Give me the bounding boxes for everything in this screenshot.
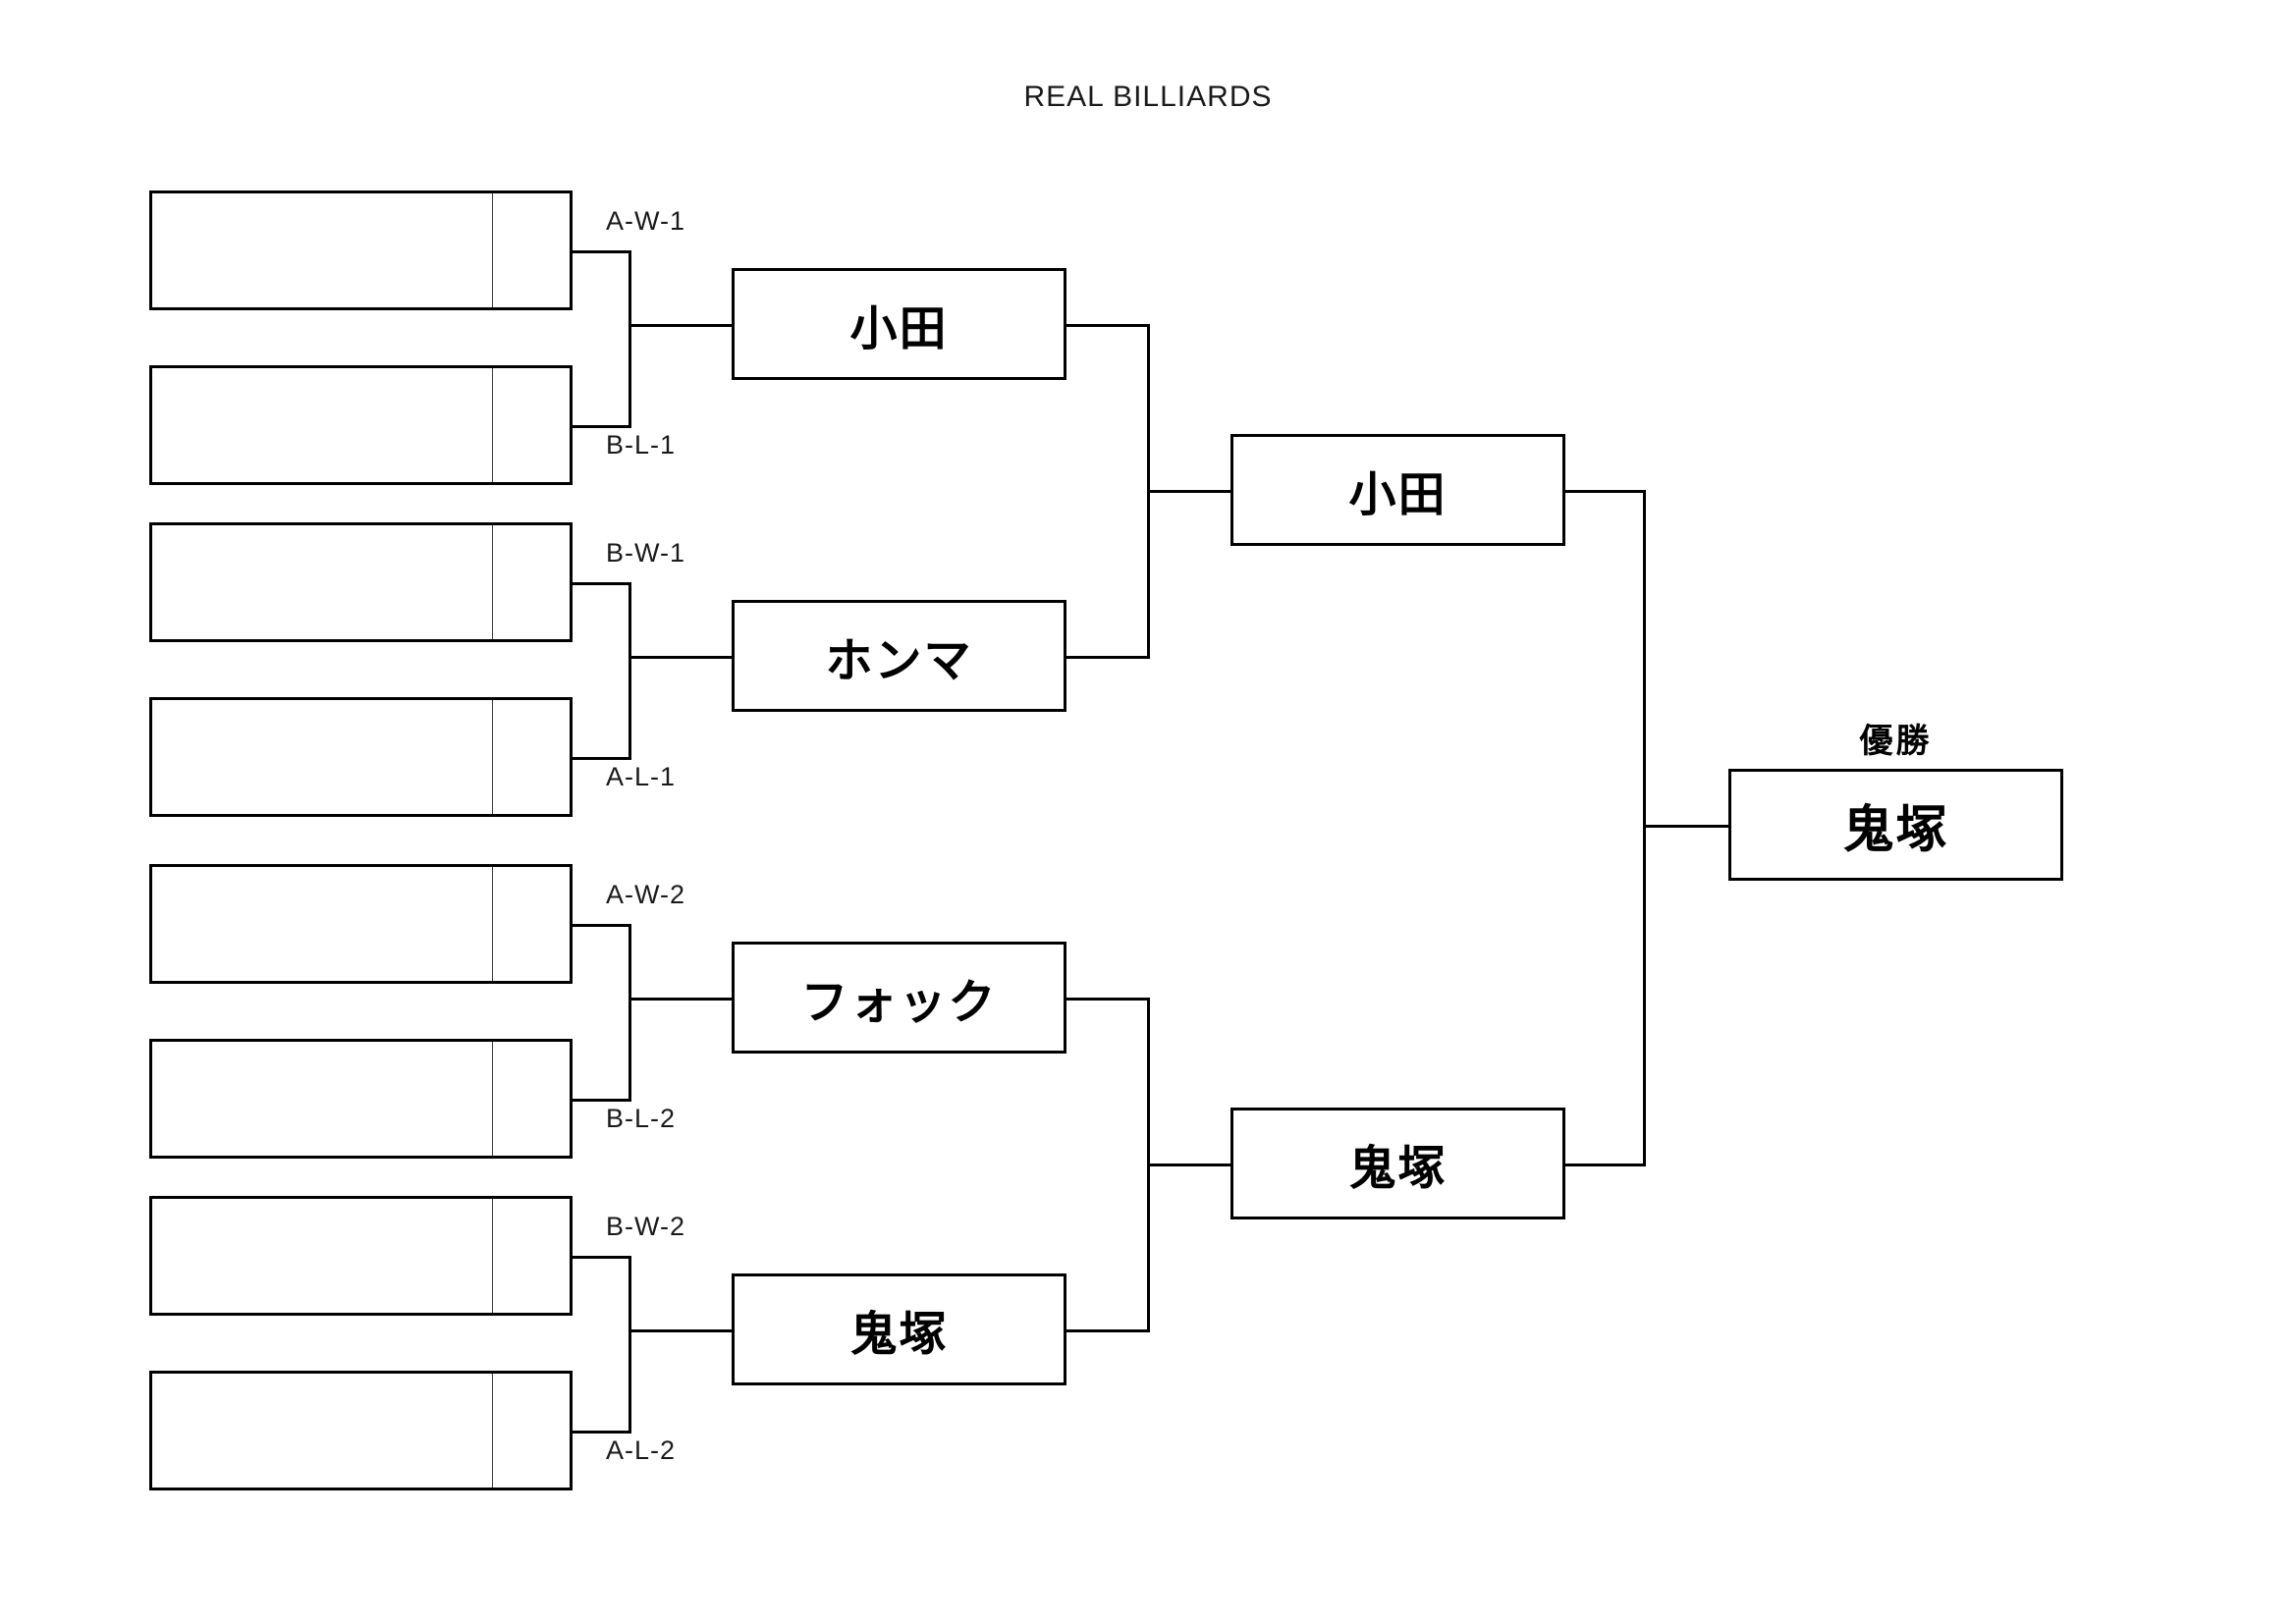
champion-caption: 優勝 — [1859, 723, 1933, 760]
round2-name-2: ホンマ — [825, 635, 973, 687]
seed-box-8[interactable] — [149, 1371, 573, 1490]
seed-box-2[interactable] — [149, 365, 573, 485]
round2-box-2[interactable]: ホンマ — [732, 600, 1066, 712]
round2-box-4[interactable]: 鬼塚 — [732, 1273, 1066, 1385]
connector-seed1 — [573, 250, 631, 253]
champion-name: 鬼塚 — [1842, 801, 1949, 859]
seed-box-divider — [492, 193, 493, 307]
connector-seed4 — [573, 757, 631, 760]
connector-pair2-vertical — [629, 582, 631, 760]
seed-box-divider — [492, 700, 493, 814]
seed-box-3[interactable] — [149, 522, 573, 642]
connector-seed6 — [573, 1099, 631, 1102]
seed-label-a-w-1: A-W-1 — [606, 206, 686, 236]
round2-box-1[interactable]: 小田 — [732, 268, 1066, 380]
connector-seed2 — [573, 425, 631, 428]
connector-r3-1 — [1565, 490, 1646, 493]
seed-label-b-l-2: B-L-2 — [606, 1104, 677, 1133]
connector-pair4-out — [629, 1329, 735, 1332]
seed-label-a-l-1: A-L-1 — [606, 762, 677, 791]
seed-box-divider — [492, 867, 493, 981]
round2-box-3[interactable]: フォック — [732, 942, 1066, 1054]
round3-box-2[interactable]: 鬼塚 — [1230, 1108, 1565, 1219]
seed-label-b-w-1: B-W-1 — [606, 538, 686, 568]
seed-box-divider — [492, 368, 493, 482]
connector-semi2-out — [1147, 1164, 1233, 1166]
connector-pair4-vertical — [629, 1256, 631, 1434]
seed-box-6[interactable] — [149, 1039, 573, 1159]
connector-r2-1 — [1066, 324, 1150, 327]
connector-seed3 — [573, 582, 631, 585]
connector-r2-3 — [1066, 998, 1150, 1001]
connector-r2-4 — [1066, 1329, 1150, 1332]
seed-box-5[interactable] — [149, 864, 573, 984]
seed-box-4[interactable] — [149, 697, 573, 817]
seed-box-1[interactable] — [149, 190, 573, 310]
connector-pair3-vertical — [629, 924, 631, 1102]
connector-seed8 — [573, 1431, 631, 1434]
seed-box-divider — [492, 1199, 493, 1313]
connector-r2-2 — [1066, 656, 1150, 659]
seed-label-a-w-2: A-W-2 — [606, 880, 686, 909]
seed-box-7[interactable] — [149, 1196, 573, 1316]
connector-final-vertical — [1643, 490, 1646, 1166]
connector-seed7 — [573, 1256, 631, 1259]
connector-r3-2 — [1565, 1164, 1646, 1166]
seed-box-divider — [492, 1042, 493, 1156]
round2-name-3: フォック — [800, 977, 998, 1029]
connector-seed5 — [573, 924, 631, 927]
seed-box-divider — [492, 1374, 493, 1488]
round3-name-2: 鬼塚 — [1348, 1143, 1448, 1195]
round2-name-1: 小田 — [849, 303, 949, 355]
round3-name-1: 小田 — [1348, 469, 1448, 521]
round3-box-1[interactable]: 小田 — [1230, 434, 1565, 546]
seed-label-b-l-1: B-L-1 — [606, 430, 677, 460]
connector-pair1-out — [629, 324, 735, 327]
connector-semi1-out — [1147, 490, 1233, 493]
seed-label-b-w-2: B-W-2 — [606, 1212, 686, 1241]
champion-box[interactable]: 鬼塚 — [1728, 769, 2063, 881]
page-title: REAL BILLIARDS — [1023, 81, 1273, 113]
seed-label-a-l-2: A-L-2 — [606, 1435, 677, 1465]
connector-pair3-out — [629, 998, 735, 1001]
seed-box-divider — [492, 525, 493, 639]
connector-pair2-out — [629, 656, 735, 659]
round2-name-4: 鬼塚 — [849, 1309, 949, 1361]
connector-pair1-vertical — [629, 250, 631, 428]
connector-final-out — [1643, 825, 1731, 828]
